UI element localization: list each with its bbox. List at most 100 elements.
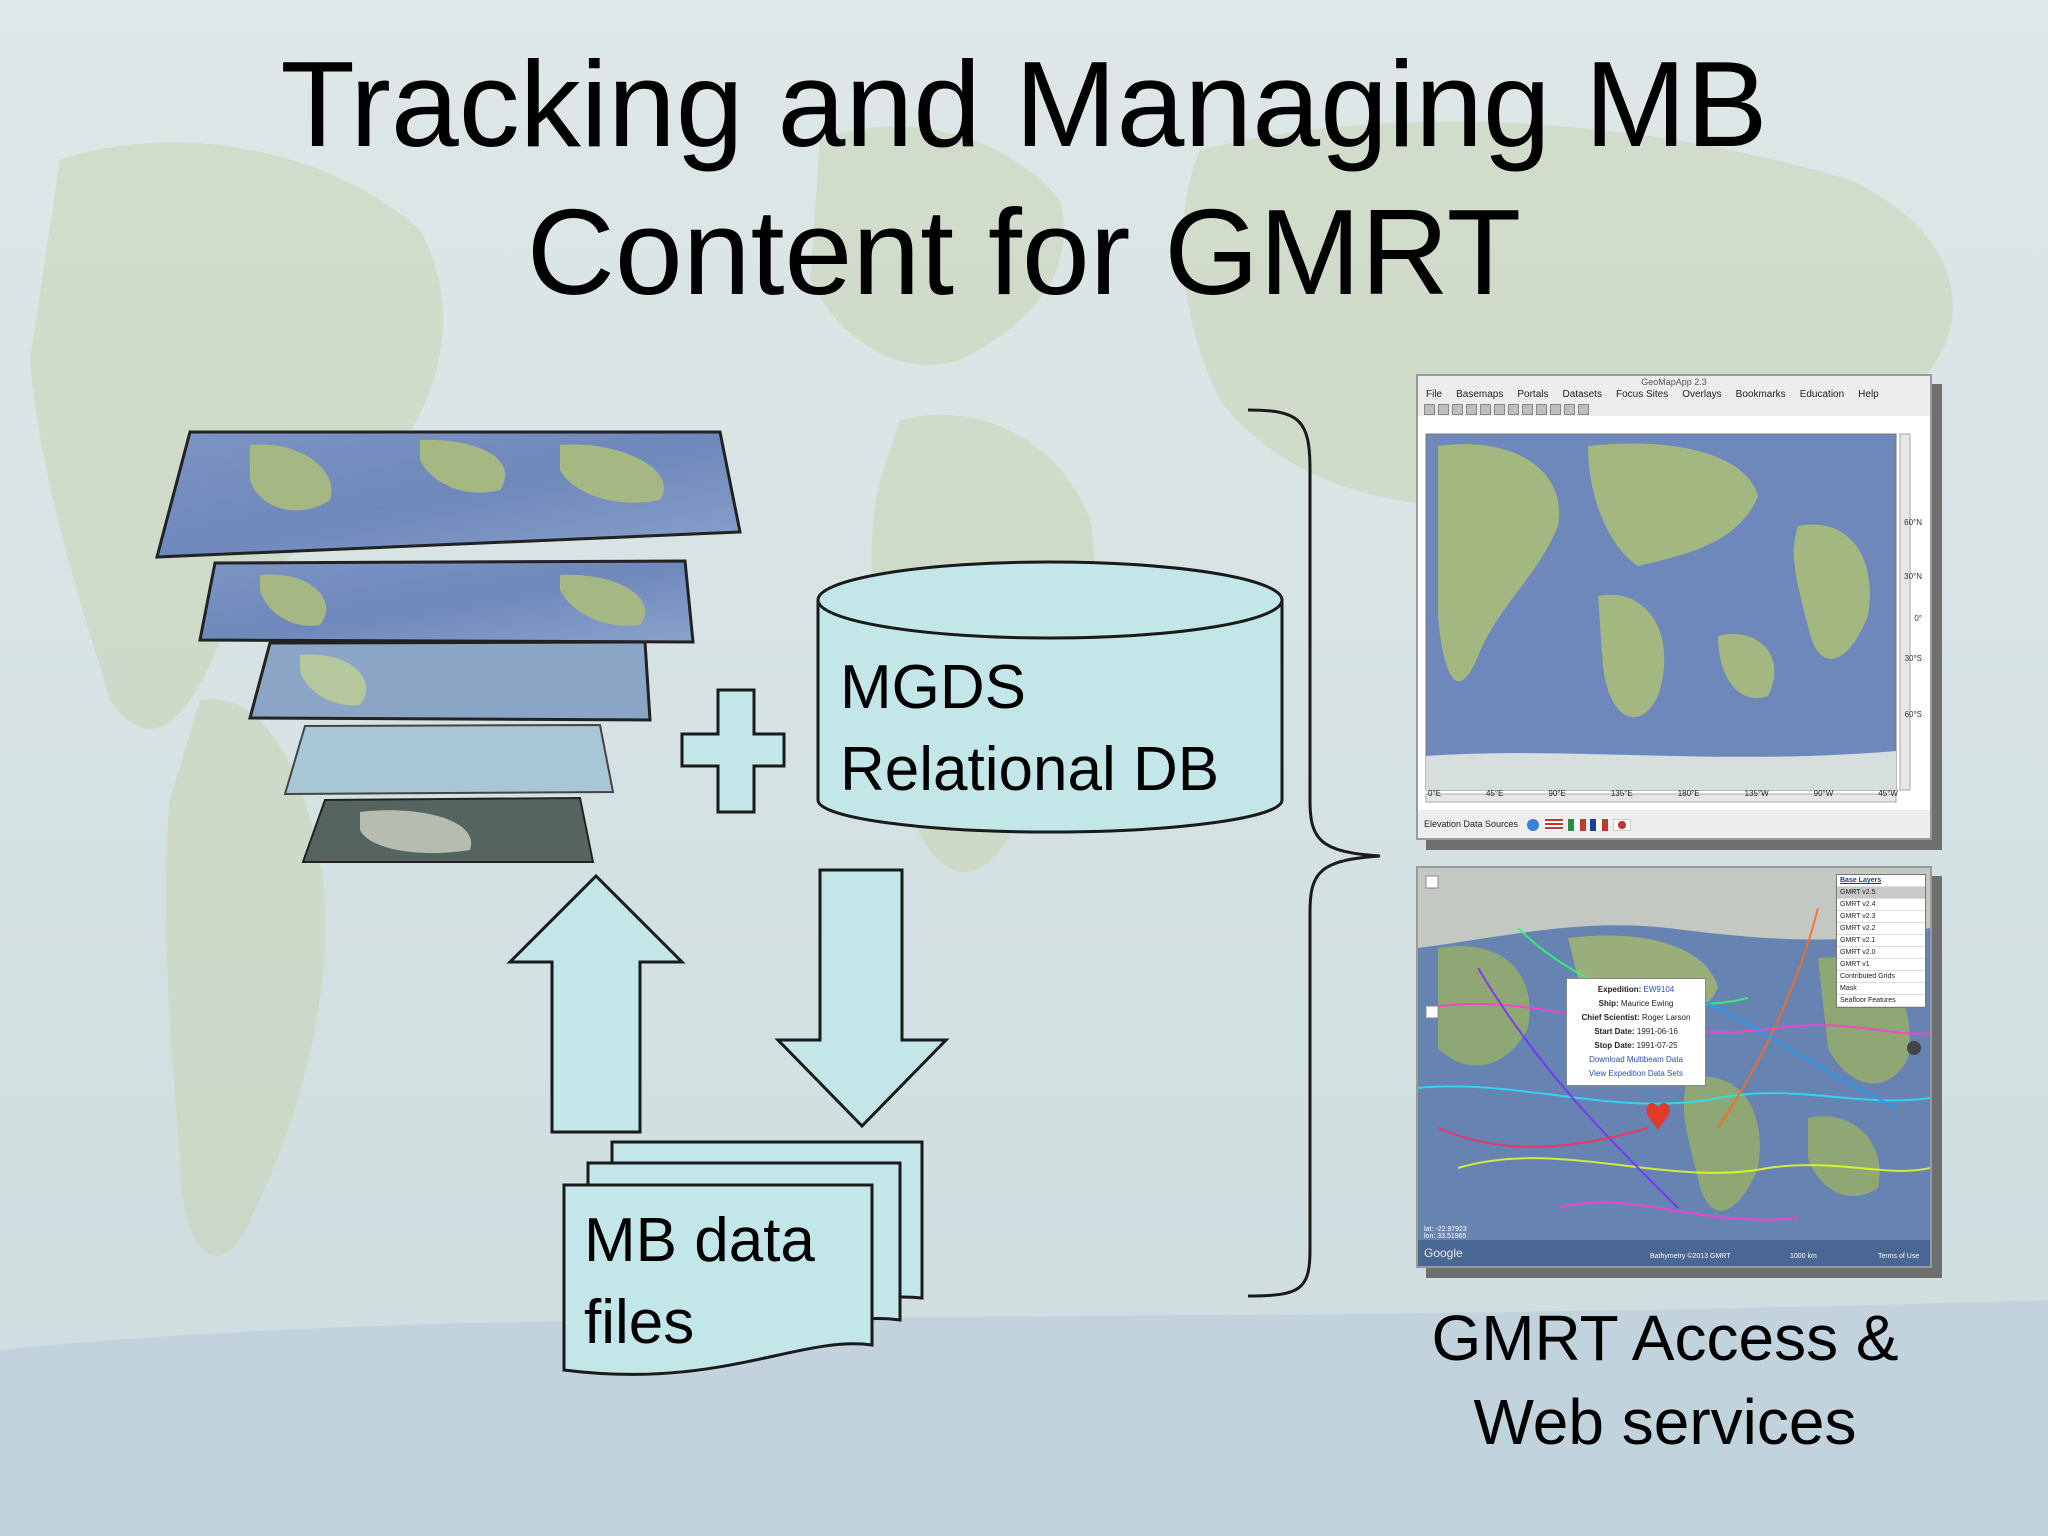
lon-label: 45°W	[1878, 789, 1898, 798]
layer-option[interactable]: GMRT v2.4	[1837, 899, 1925, 911]
geomapapp-window-title: GeoMapApp 2.3	[1641, 377, 1707, 387]
layer-option[interactable]: Seafloor Features	[1837, 995, 1925, 1007]
popup-expedition-value[interactable]: EW9104	[1643, 985, 1675, 994]
lat-label-0: 0°	[1914, 614, 1922, 623]
geomapapp-menus: File Basemaps Portals Datasets Focus Sit…	[1418, 388, 1930, 402]
geomapapp-map	[1425, 433, 1911, 803]
popup-scientist-label: Chief Scientist:	[1581, 1013, 1640, 1022]
popup-ship-label: Ship:	[1598, 999, 1619, 1008]
files-label-line-2: files	[584, 1288, 695, 1357]
layer-option[interactable]: Contributed Grids	[1837, 971, 1925, 983]
menu-datasets[interactable]: Datasets	[1562, 389, 1602, 400]
base-layers-header[interactable]: Base Layers	[1837, 875, 1925, 887]
title-line-2: Content for GMRT	[526, 184, 1522, 320]
download-multibeam-link[interactable]: Download Multibeam Data	[1589, 1055, 1683, 1064]
scale-bar: 1000 km	[1790, 1253, 1817, 1260]
popup-stop-label: Stop Date:	[1594, 1041, 1635, 1050]
menu-bookmarks[interactable]: Bookmarks	[1735, 389, 1786, 400]
layer-option[interactable]: GMRT v2.0	[1837, 947, 1925, 959]
lon-label: 180°E	[1677, 789, 1700, 798]
geomapapp-toolbar	[1418, 402, 1930, 416]
menu-help[interactable]: Help	[1858, 389, 1879, 400]
popup-stop-value: 1991-07-25	[1636, 1041, 1678, 1050]
coordinate-lat: lat: -22.97923	[1424, 1226, 1467, 1233]
lon-label: 0°E	[1428, 789, 1441, 798]
plus-icon	[680, 688, 786, 814]
map-layer-5	[301, 796, 595, 863]
lon-label: 90°W	[1813, 789, 1834, 798]
multi-document-shape	[562, 1140, 924, 1376]
map-layer-2	[198, 559, 695, 644]
flag-italy-icon[interactable]	[1567, 818, 1586, 831]
files-label-line-1: MB data	[584, 1206, 815, 1275]
coordinate-lon: lon: 33.51965	[1424, 1233, 1467, 1240]
files-label: MB data files	[584, 1200, 815, 1364]
flag-usa-icon[interactable]	[1545, 818, 1564, 831]
database-label-line-2: Relational DB	[840, 735, 1220, 804]
stacked-map-layers	[155, 430, 742, 863]
layer-option[interactable]: GMRT v2.2	[1837, 923, 1925, 935]
flag-japan-icon[interactable]	[1612, 818, 1631, 831]
view-datasets-link[interactable]: View Expedition Data Sets	[1588, 1069, 1684, 1078]
function-tool-icon[interactable]	[1536, 403, 1547, 415]
zoom-in-tool-icon[interactable]	[1466, 403, 1477, 415]
lat-label-30n: 30°N	[1904, 572, 1922, 581]
database-label: MGDS Relational DB	[840, 647, 1219, 811]
layer-option[interactable]: GMRT v2.5	[1837, 887, 1925, 899]
popup-expedition-label: Expedition:	[1597, 985, 1642, 994]
geomapapp-menubar: GeoMapApp 2.3 File Basemaps Portals Data…	[1418, 376, 1930, 416]
table-tool-icon[interactable]	[1564, 403, 1575, 415]
info-icon[interactable]	[1526, 818, 1539, 831]
terms-link[interactable]: Terms of Use	[1878, 1253, 1920, 1260]
menu-education[interactable]: Education	[1799, 389, 1845, 400]
flag-france-icon[interactable]	[1590, 818, 1609, 831]
layers-tool-icon[interactable]	[1550, 403, 1561, 415]
layer-option[interactable]: Mask	[1837, 983, 1925, 995]
lat-label-60s: 60°S	[1904, 710, 1922, 719]
popup-start-value: 1991-06-16	[1636, 1027, 1678, 1036]
pan-tool-icon[interactable]	[1438, 403, 1449, 415]
up-arrow	[506, 873, 686, 1134]
popup-stop: Stop Date: 1991-07-25	[1573, 1039, 1699, 1053]
menu-basemaps[interactable]: Basemaps	[1456, 389, 1504, 400]
menu-file[interactable]: File	[1426, 389, 1443, 400]
title-line-1: Tracking and Managing MB	[280, 36, 1768, 172]
profile-tool-icon[interactable]	[1508, 403, 1519, 415]
menu-focus-sites[interactable]: Focus Sites	[1615, 389, 1669, 400]
webservices-caption: GMRT Access & Web services	[1380, 1296, 1950, 1464]
pointer-tool-icon[interactable]	[1424, 403, 1435, 415]
lon-label: 135°W	[1744, 789, 1769, 798]
menu-overlays[interactable]: Overlays	[1682, 389, 1722, 400]
layer-option[interactable]: GMRT v2.1	[1837, 935, 1925, 947]
map-credit: Bathymetry ©2013 GMRT	[1650, 1253, 1731, 1260]
elevation-sources-label: Elevation Data Sources	[1424, 819, 1519, 829]
gmrt-webmap-screenshot: Base Layers GMRT v2.5 GMRT v2.4 GMRT v2.…	[1416, 866, 1932, 1268]
database-label-line-1: MGDS	[840, 653, 1026, 722]
undo-tool-icon[interactable]	[1522, 403, 1533, 415]
right-brace	[1247, 408, 1381, 1298]
geomapapp-screenshot: GeoMapApp 2.3 File Basemaps Portals Data…	[1416, 374, 1932, 840]
select-tool-icon[interactable]	[1494, 403, 1505, 415]
caption-line-2: Web services	[1473, 1386, 1857, 1458]
layer-option[interactable]: GMRT v1	[1837, 959, 1925, 971]
popup-scientist-value: Roger Larson	[1641, 1013, 1691, 1022]
longitude-labels: 0°E 45°E 90°E 135°E 180°E 135°W 90°W 45°…	[1428, 789, 1898, 798]
geomapapp-statusbar: Elevation Data Sources	[1418, 810, 1930, 838]
popup-start-label: Start Date:	[1594, 1027, 1635, 1036]
lat-label-30s: 30°S	[1904, 654, 1922, 663]
popup-start: Start Date: 1991-06-16	[1573, 1025, 1699, 1039]
map-layer-3	[248, 640, 652, 722]
save-tool-icon[interactable]	[1452, 403, 1463, 415]
popup-scientist: Chief Scientist: Roger Larson	[1573, 1011, 1699, 1025]
expedition-popup: Expedition: EW9104 Ship: Maurice Ewing C…	[1566, 978, 1706, 1086]
zoom-out-tool-icon[interactable]	[1480, 403, 1491, 415]
base-layers-panel: Base Layers GMRT v2.5 GMRT v2.4 GMRT v2.…	[1836, 874, 1926, 1008]
layer-option[interactable]: GMRT v2.3	[1837, 911, 1925, 923]
map-layer-4	[283, 723, 615, 796]
menu-portals[interactable]: Portals	[1517, 389, 1549, 400]
grid-tool-icon[interactable]	[1578, 403, 1589, 415]
lat-label-60n: 60°N	[1904, 518, 1922, 527]
popup-ship-value: Maurice Ewing	[1620, 999, 1674, 1008]
